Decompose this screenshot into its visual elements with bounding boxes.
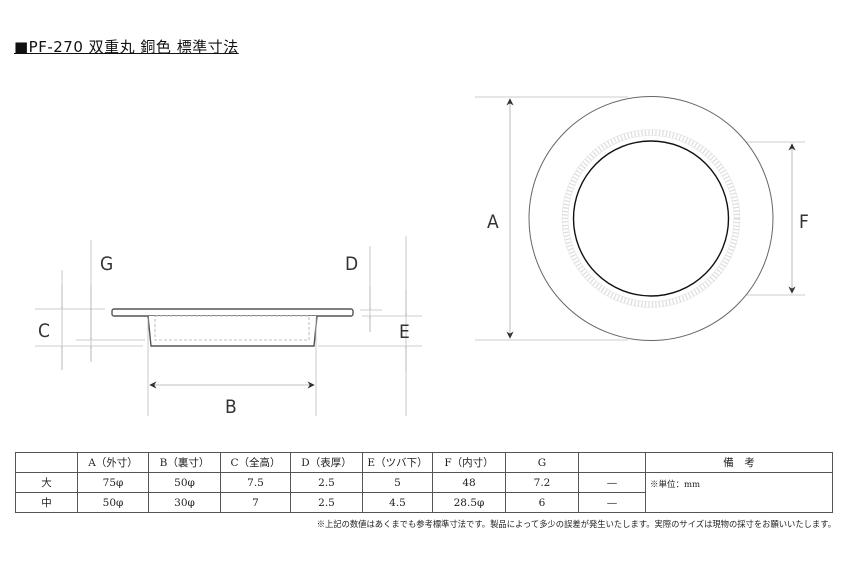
dimension-table: A（外寸） B（裏寸） C（全高） D（表厚） E（ツバ下） F（内寸） G 備…: [15, 452, 833, 513]
table-cell: 7: [220, 492, 291, 513]
header-cell: C（全高）: [220, 452, 291, 473]
table-cell: —: [578, 492, 646, 513]
table-cell: —: [578, 472, 646, 493]
table-cell: 6: [505, 492, 579, 513]
remarks-cell: ※単位：mm: [645, 472, 833, 513]
table-row: 中 50φ 30φ 7 2.5 4.5 28.5φ 6 —: [15, 492, 833, 513]
side-profile-view: [111, 308, 354, 347]
table-cell: 2.5: [290, 492, 363, 513]
label-f: F: [799, 211, 809, 233]
header-cell: F（内寸）: [432, 452, 506, 473]
header-cell: G: [505, 452, 579, 473]
header-cell-remarks: 備 考: [645, 452, 833, 473]
label-e: E: [399, 321, 410, 343]
header-cell: D（表厚）: [290, 452, 363, 473]
label-b: B: [225, 396, 237, 418]
page-title: ■PF-270 双重丸 銅色 標準寸法: [14, 38, 239, 56]
table-cell: 5: [362, 472, 433, 493]
header-cell: B（裏寸）: [148, 452, 221, 473]
footnote: ※上記の数値はあくまでも参考標準寸法です。製品によって多少の誤差が発生いたします…: [316, 519, 836, 529]
table-cell: 7.5: [220, 472, 291, 493]
top-view: [475, 96, 805, 341]
table-cell: 7.2: [505, 472, 579, 493]
table-cell: 4.5: [362, 492, 433, 513]
size-cell: 大: [15, 472, 78, 493]
table-cell: 2.5: [290, 472, 363, 493]
label-a: A: [487, 211, 499, 233]
header-cell: E（ツバ下）: [362, 452, 433, 473]
label-g: G: [100, 253, 113, 275]
table-row: 大 75φ 50φ 7.5 2.5 5 48 7.2 — ※単位：mm: [15, 472, 833, 513]
table-header-row: A（外寸） B（裏寸） C（全高） D（表厚） E（ツバ下） F（内寸） G 備…: [15, 452, 833, 473]
label-c: C: [38, 320, 50, 342]
table-cell: 75φ: [77, 472, 149, 493]
table-cell: 28.5φ: [432, 492, 506, 513]
dimension-arrows: [61, 285, 407, 372]
table-cell: 30φ: [148, 492, 221, 513]
header-cell: A（外寸）: [77, 452, 149, 473]
table-cell: 50φ: [77, 492, 149, 513]
technical-drawing: G C D E B A F: [35, 96, 809, 418]
header-cell: [15, 452, 78, 473]
header-cell: [578, 452, 646, 473]
table-cell: 48: [432, 472, 506, 493]
table-cell: 50φ: [148, 472, 221, 493]
size-cell: 中: [15, 492, 78, 513]
label-d: D: [345, 253, 358, 275]
